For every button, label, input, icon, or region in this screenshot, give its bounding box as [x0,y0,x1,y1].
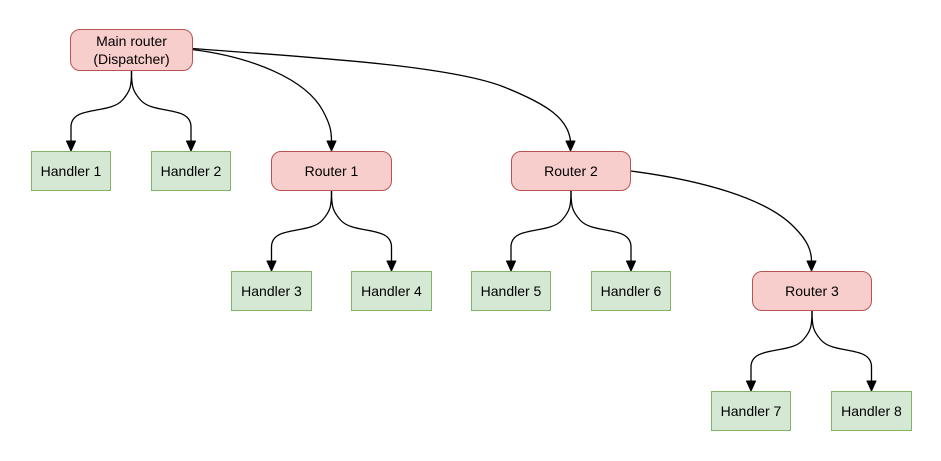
edge-main-router-to-handler-2 [130,70,192,141]
node-handler-4: Handler 4 [351,271,432,311]
edge-router-2-to-handler-6 [570,190,632,261]
arrowhead-main-router-to-handler-1 [66,140,76,152]
node-router-3-label: Router 3 [785,283,839,299]
node-handler-7-label: Handler 7 [720,403,782,419]
edge-router-3-to-handler-7 [750,310,813,381]
arrowhead-router-3-to-handler-7 [746,380,756,392]
arrowhead-router-3-to-handler-8 [866,380,877,392]
node-handler-6: Handler 6 [591,271,671,311]
node-handler-1-label: Handler 1 [40,163,102,179]
node-handler-3: Handler 3 [231,271,312,311]
node-router-3: Router 3 [752,271,872,311]
node-handler-3-label: Handler 3 [241,283,302,299]
edge-router-1-to-handler-4 [330,190,393,261]
arrowhead-main-router-to-router-2 [565,140,576,152]
node-handler-1: Handler 1 [31,151,111,191]
node-router-2: Router 2 [511,151,631,191]
node-main-router-label-line1: Main router [96,33,167,49]
edge-main-router-to-handler-1 [70,70,133,141]
arrowhead-main-router-to-handler-2 [186,140,196,152]
edge-main-router-to-router-1 [191,48,333,142]
node-handler-4-label: Handler 4 [361,283,422,299]
node-handler-8-label: Handler 8 [841,403,902,419]
node-handler-2: Handler 2 [151,151,231,191]
arrowhead-main-router-to-router-1 [326,140,337,152]
node-handler-5: Handler 5 [471,271,551,311]
node-handler-6-label: Handler 6 [600,283,662,299]
node-handler-5-label: Handler 5 [480,283,542,299]
node-handler-8: Handler 8 [831,391,912,431]
node-router-1-label: Router 1 [304,163,359,179]
edge-router-3-to-handler-8 [811,310,873,381]
edge-router-2-to-router-3 [630,170,813,262]
arrowhead-router-2-to-handler-5 [506,260,516,272]
edge-router-2-to-handler-5 [510,190,572,261]
node-main-router-label-line2: (Dispatcher) [93,51,170,67]
node-router-2-label: Router 2 [544,163,598,179]
arrowhead-router-1-to-handler-4 [386,260,397,272]
edge-router-1-to-handler-3 [270,190,333,261]
node-handler-2-label: Handler 2 [160,163,222,179]
arrowhead-router-2-to-handler-6 [626,260,636,272]
arrowhead-router-1-to-handler-3 [266,260,277,272]
arrowhead-router-2-to-router-3 [806,260,817,272]
edge-main-router-to-router-2 [191,47,572,142]
node-router-1: Router 1 [271,151,392,191]
node-handler-7: Handler 7 [711,391,791,431]
node-main-router: Main router (Dispatcher) [70,29,193,71]
